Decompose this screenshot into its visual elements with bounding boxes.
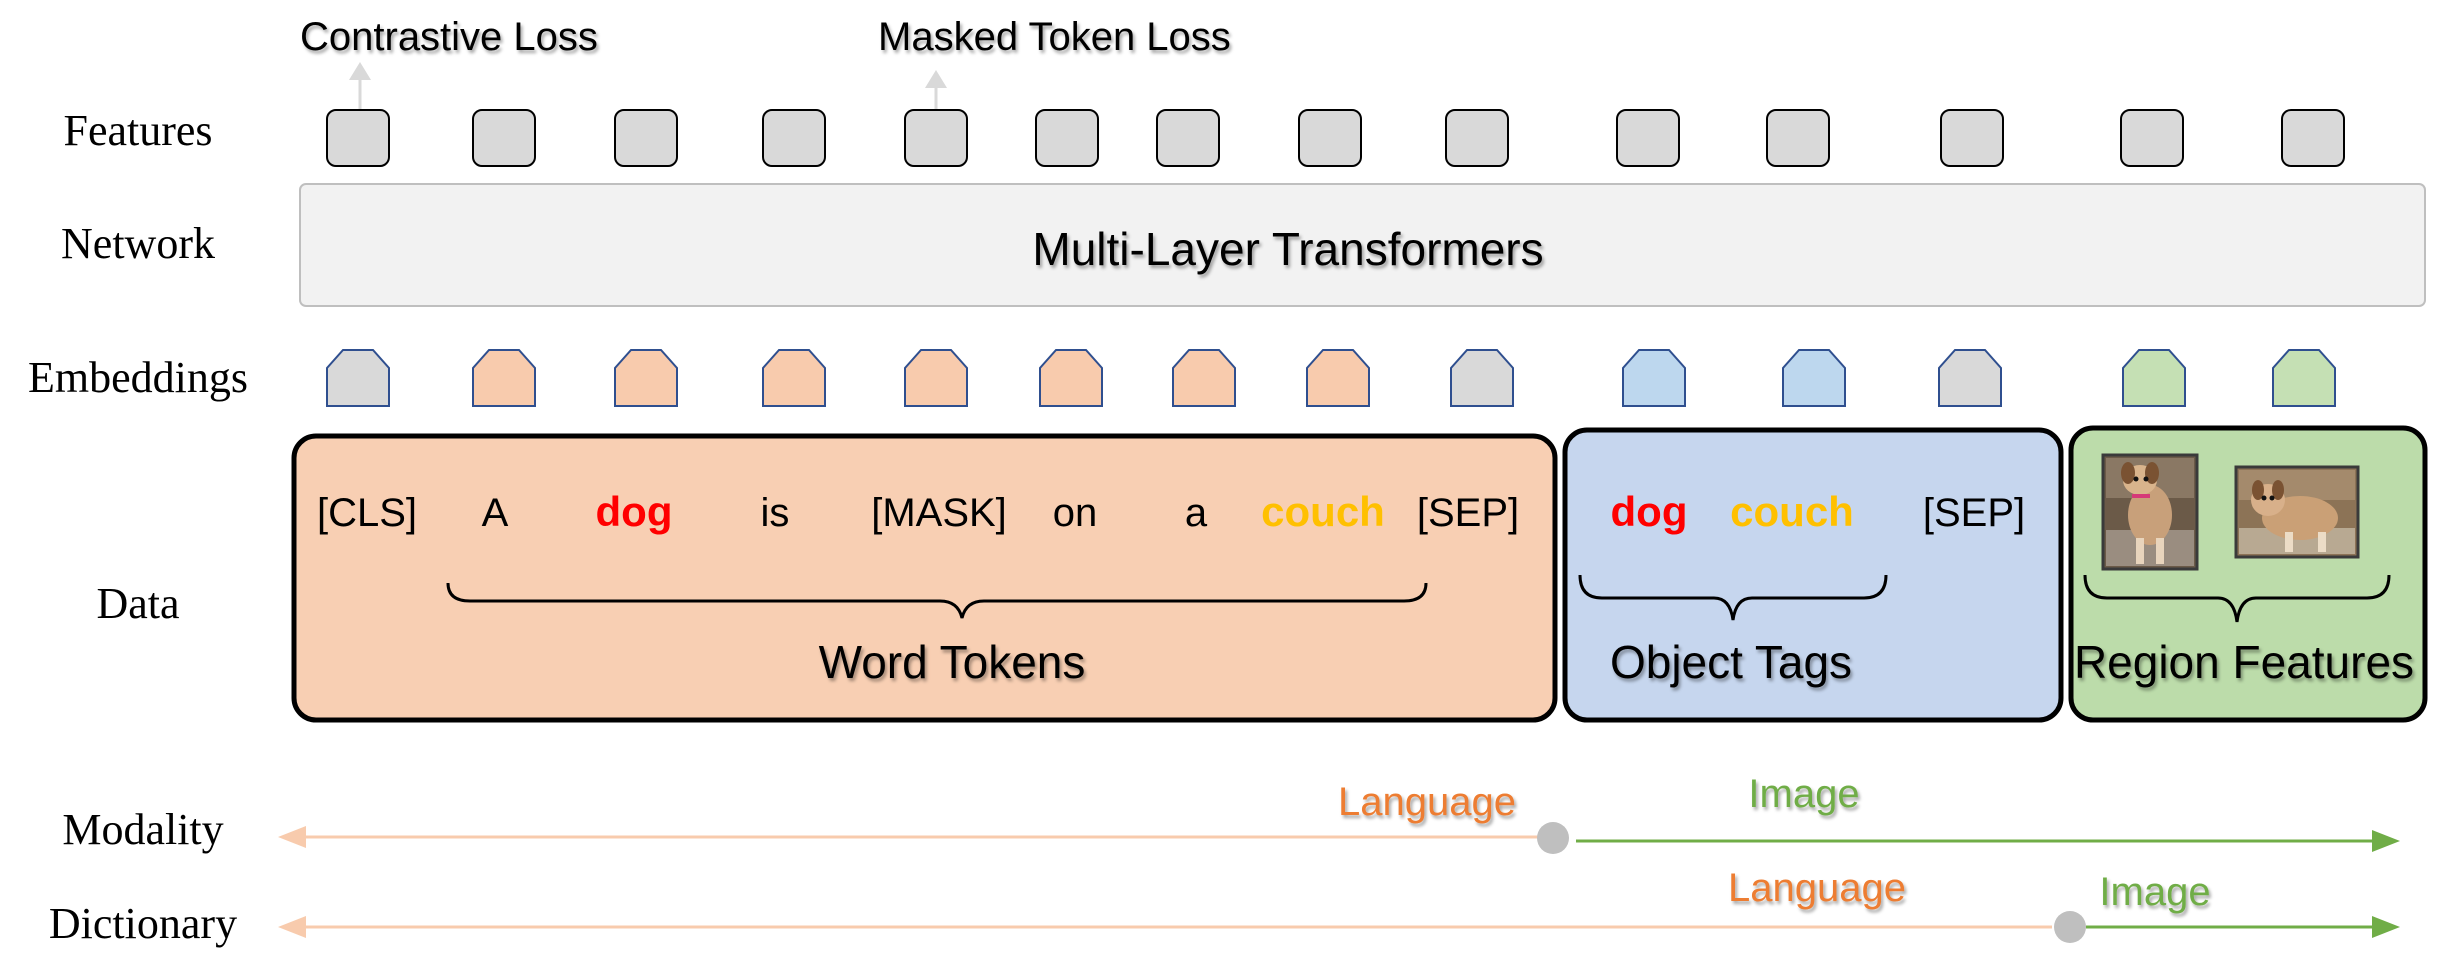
token-a: A bbox=[482, 491, 509, 535]
embedding-word bbox=[614, 349, 678, 407]
embedding-tag bbox=[1782, 349, 1846, 407]
embedding-region bbox=[2272, 349, 2336, 407]
feature-box bbox=[1766, 109, 1830, 167]
word-tokens-label: Word Tokens bbox=[819, 636, 1086, 688]
region-image-1 bbox=[2101, 453, 2199, 571]
embedding-sep bbox=[1450, 349, 1514, 407]
object-tags-box bbox=[1562, 427, 2064, 723]
embedding-row bbox=[326, 349, 2336, 407]
token-on: on bbox=[1053, 491, 1098, 535]
tag-sep: [SEP] bbox=[1923, 491, 2025, 535]
embedding-cls bbox=[326, 349, 390, 407]
region-features-label: Region Features bbox=[2074, 636, 2414, 688]
tag-couch: couch bbox=[1730, 488, 1854, 535]
transformer-box bbox=[299, 183, 2426, 307]
token-a-lower: a bbox=[1185, 491, 1208, 535]
embedding-word bbox=[1306, 349, 1370, 407]
feature-box bbox=[904, 109, 968, 167]
modality-split-node bbox=[1537, 822, 1569, 854]
feature-box bbox=[1298, 109, 1362, 167]
dictionary-split-node bbox=[2054, 911, 2086, 943]
embedding-word bbox=[904, 349, 968, 407]
embedding-word bbox=[472, 349, 536, 407]
row-label-data: Data bbox=[96, 579, 179, 628]
contrastive-loss-label: Contrastive Loss bbox=[300, 15, 598, 59]
token-dog: dog bbox=[596, 488, 673, 535]
token-couch: couch bbox=[1261, 488, 1385, 535]
token-cls: [CLS] bbox=[317, 491, 417, 535]
token-sep: [SEP] bbox=[1417, 491, 1519, 535]
token-mask: [MASK] bbox=[871, 491, 1007, 535]
transformer-label: Multi-Layer Transformers bbox=[1032, 223, 1543, 275]
word-tokens-brace bbox=[446, 582, 1428, 619]
region-image-2 bbox=[2234, 465, 2360, 559]
feature-box bbox=[762, 109, 826, 167]
feature-box bbox=[614, 109, 678, 167]
embedding-word bbox=[762, 349, 826, 407]
embedding-word bbox=[1172, 349, 1236, 407]
modality-axis bbox=[278, 822, 2400, 854]
object-tags-label: Object Tags bbox=[1610, 636, 1852, 688]
masked-token-loss-label: Masked Token Loss bbox=[878, 15, 1231, 59]
token-is: is bbox=[761, 491, 790, 535]
dictionary-axis bbox=[278, 911, 2400, 943]
row-label-features: Features bbox=[63, 106, 212, 155]
object-tags-brace bbox=[1578, 574, 1888, 621]
tag-dog: dog bbox=[1611, 488, 1688, 535]
feature-box bbox=[326, 109, 390, 167]
modality-image-label: Image bbox=[1748, 772, 1859, 816]
row-label-dictionary: Dictionary bbox=[49, 899, 237, 948]
region-features-brace bbox=[2083, 574, 2391, 623]
feature-box bbox=[2120, 109, 2184, 167]
embedding-tag bbox=[1622, 349, 1686, 407]
dictionary-image-label: Image bbox=[2099, 870, 2210, 914]
masked-token-loss-arrow bbox=[925, 70, 947, 110]
feature-box bbox=[1616, 109, 1680, 167]
feature-box bbox=[1445, 109, 1509, 167]
feature-box bbox=[1940, 109, 2004, 167]
contrastive-loss-arrow bbox=[349, 62, 371, 110]
row-label-network: Network bbox=[61, 219, 215, 268]
feature-box bbox=[2281, 109, 2345, 167]
modality-language-label: Language bbox=[1338, 780, 1516, 824]
word-tokens-box bbox=[291, 433, 1558, 723]
embedding-region bbox=[2122, 349, 2186, 407]
feature-box bbox=[1156, 109, 1220, 167]
feature-box bbox=[1035, 109, 1099, 167]
row-label-modality: Modality bbox=[62, 805, 223, 854]
row-label-embeddings: Embeddings bbox=[28, 353, 248, 402]
embedding-sep bbox=[1938, 349, 2002, 407]
dictionary-language-label: Language bbox=[1728, 866, 1906, 910]
feature-box bbox=[472, 109, 536, 167]
feature-row bbox=[326, 109, 2345, 167]
embedding-word bbox=[1039, 349, 1103, 407]
